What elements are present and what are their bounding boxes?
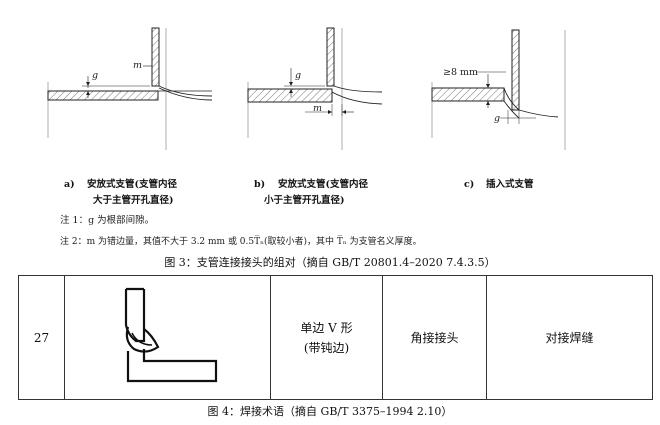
figure-3-title: 图 3：支管连接接头的组对（摘自 GB/T 20801.4–2020 7.4.3…	[164, 256, 496, 269]
main-pipe-wall	[431, 87, 505, 102]
term-cell: 单边 V 形 (带钝边)	[270, 275, 383, 400]
single-v-weld-illustration	[124, 287, 217, 382]
table-row: 27 单边 V 形 (带钝边) 角接接头 对接焊缝	[18, 275, 653, 400]
joint-type-cell: 角接接头	[382, 275, 487, 400]
row-number: 27	[18, 275, 65, 400]
weld-type-cell: 对接焊缝	[486, 275, 653, 400]
gap-label-c: g	[494, 113, 501, 124]
mismatch-label-b: m	[313, 103, 323, 114]
caption-c-line1: 插入式支管	[486, 179, 534, 190]
weld-bevel	[503, 87, 559, 119]
term-line2: (带钝边)	[303, 340, 350, 355]
caption-b-line2: 小于主管开孔直径)	[264, 195, 345, 206]
caption-a-line2: 大于主管开孔直径)	[93, 195, 174, 206]
figure-4-title: 图 4：焊接术语（摘自 GB/T 3375–1994 2.10）	[207, 405, 453, 418]
caption-a-line1: 安放式支管(支管内径	[87, 179, 177, 190]
figure-3-drawings	[47, 27, 566, 150]
caption-c-marker: c)	[464, 179, 475, 190]
weld-illustration-cell	[64, 275, 271, 400]
caption-b-marker: b)	[254, 179, 266, 190]
welding-terms-table: 27 单边 V 形 (带钝边) 角接接头 对接焊缝	[18, 275, 653, 400]
detail-b-drawing	[247, 27, 383, 150]
main-pipe-wall	[47, 90, 159, 101]
weld-bevel	[331, 85, 383, 105]
branch-pipe-wall	[511, 29, 520, 111]
mismatch-label-a: m	[133, 60, 143, 71]
caption-b-line1: 安放式支管(支管内径	[278, 179, 368, 190]
main-pipe-wall	[247, 88, 333, 103]
min-gap-label: ≥8 mm	[443, 67, 479, 78]
branch-pipe-wall	[151, 27, 160, 87]
gap-label-a: g	[92, 70, 99, 81]
detail-a-drawing	[47, 27, 213, 150]
caption-a-marker: a)	[64, 179, 75, 190]
gap-label-b: g	[295, 70, 302, 81]
branch-pipe-wall	[326, 27, 335, 87]
note-2: 注 2：m 为错边量，其值不大于 3.2 mm 或 0.5T̅ₙ(取较小者)，其…	[60, 237, 422, 247]
term-line1: 单边 V 形	[300, 320, 353, 335]
detail-c-drawing	[431, 29, 566, 150]
note-1: 注 1：g 为根部间隙。	[60, 215, 155, 226]
weld-bevel	[158, 85, 213, 101]
